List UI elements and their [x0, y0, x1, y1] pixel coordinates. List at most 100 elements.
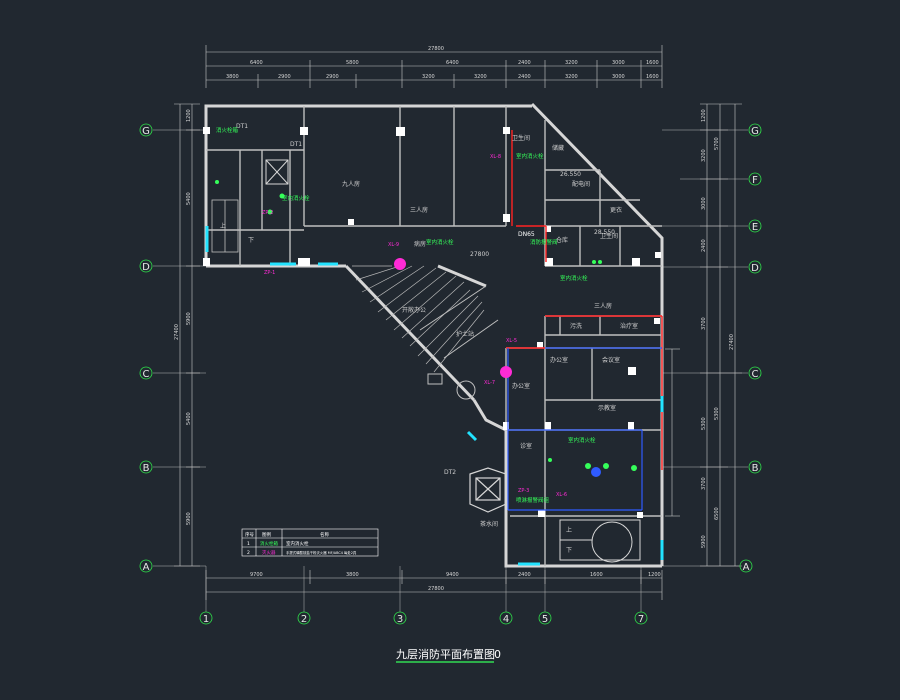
- room-r26: 茶水间: [480, 520, 498, 528]
- dim-top-3-7: 3000: [612, 74, 625, 80]
- room-r13: DT2: [444, 469, 456, 476]
- axis-bottom-2: 2: [301, 614, 307, 625]
- label-m5: ZP-2: [262, 210, 273, 216]
- dim-right-4: 3700: [701, 317, 707, 330]
- room-r27: DN65: [518, 231, 535, 238]
- room-r4: 开敞办公: [402, 306, 426, 314]
- room-r20: 卫生间: [600, 232, 618, 240]
- label-m2: XL-8: [490, 154, 501, 160]
- axis-bottom-7: 7: [638, 614, 644, 625]
- dim-bottom-total: 27800: [428, 586, 444, 592]
- label-g3: 室内消火栓: [560, 274, 588, 282]
- axis-bottom-3: 3: [397, 614, 403, 625]
- riser-xl-2: [500, 366, 512, 378]
- top-dimension-texts: 27800 6400 5800 6400 2400 3200 3000 1600…: [226, 46, 659, 80]
- dim-right-1: 3200: [701, 149, 707, 162]
- room-r24: 更衣: [610, 206, 622, 214]
- axis-left-D: D: [142, 262, 150, 273]
- dim-top-3-8: 1600: [646, 74, 659, 80]
- stair-bottom: [559, 519, 641, 563]
- room-r18: 治疗室: [620, 322, 638, 330]
- room-r11: 病房: [414, 240, 426, 248]
- room-r22: 配电间: [572, 180, 590, 188]
- stair-top: [211, 199, 239, 253]
- axis-labels: G D C B A G F E D C B A 1 2 3 4 5 7: [142, 126, 759, 625]
- interior-walls: [206, 106, 662, 566]
- room-r17: 下: [566, 547, 572, 554]
- axis-left-A: A: [143, 562, 150, 573]
- dim-top-3-4: 3200: [474, 74, 487, 80]
- elevator-dt1: [265, 159, 289, 185]
- label-g5: 消防报警阀: [530, 238, 558, 246]
- room-r19: 污洗: [570, 322, 582, 330]
- axis-bottom-5: 5: [542, 614, 548, 625]
- room-r16: 上: [566, 526, 572, 534]
- axis-right-D: D: [751, 263, 759, 274]
- room-r5: 办公室: [550, 356, 568, 364]
- dim-right-2-1: 5300: [714, 407, 720, 420]
- legend-header-2: 名称: [320, 531, 329, 538]
- riser-xl-1: [394, 258, 406, 270]
- dim-top-2-5: 3000: [612, 60, 625, 66]
- dim-top-2-3: 2400: [518, 60, 531, 66]
- label-g1: 室内消火栓: [282, 194, 310, 202]
- green-labels: 室内消火栓 室内消火栓 室内消火栓 室内消火栓 消防报警阀 室内消火栓 消火栓箱…: [216, 126, 596, 504]
- legend-row-0-1: 消火栓箱: [260, 540, 278, 547]
- label-g7: 消火栓箱: [216, 126, 239, 134]
- room-r1: 九人房: [342, 180, 360, 188]
- label-m4: ZP-1: [264, 270, 275, 276]
- axis-right-F: F: [752, 175, 758, 186]
- axis-right-G: G: [751, 126, 759, 137]
- dim-top-2-0: 6400: [250, 60, 263, 66]
- axis-bottom-1: 1: [203, 614, 209, 625]
- dim-top-3-3: 3200: [422, 74, 435, 80]
- dim-left-1: 5400: [186, 192, 192, 205]
- legend-row-1-2: 手提式磷酸铵盐干粉灭火器 MF/ABC4 每处2具: [286, 550, 357, 555]
- dim-right-7: 5900: [701, 535, 707, 548]
- elevator-dt2: [469, 467, 507, 513]
- legend-row-0-0: 1: [247, 541, 250, 547]
- label-m1: XL-9: [388, 242, 399, 248]
- dim-top-2-6: 1600: [646, 60, 659, 66]
- axis-left-G: G: [142, 126, 150, 137]
- room-r14: 上: [220, 222, 226, 230]
- axis-lines: [153, 129, 748, 612]
- legend-row-0-2: 室内消火栓: [286, 540, 309, 547]
- axis-bottom-4: 4: [503, 614, 509, 625]
- dim-top-3-1: 2900: [278, 74, 291, 80]
- label-m3: XL-7: [484, 380, 495, 386]
- pipes-red: [506, 130, 663, 470]
- legend-table: [241, 528, 379, 557]
- room-r7: 护士站: [456, 330, 474, 338]
- axis-right-A: A: [743, 562, 750, 573]
- dim-top-total: 27800: [428, 46, 444, 52]
- legend-header-0: 序号: [245, 531, 254, 538]
- dim-right-5: 5300: [701, 417, 707, 430]
- pipes-cyan: [205, 226, 664, 566]
- magenta-labels: XL-9 XL-8 XL-7 ZP-1 ZP-2 XL-6 XL-5 ZP-3: [262, 154, 567, 498]
- dim-top-2-1: 5800: [346, 60, 359, 66]
- drawing-scale: 0: [494, 648, 501, 661]
- room-labels: 九人房 三人房 三人房 开敞办公 办公室 会议室 护士站 办公室 示教室 诊室 …: [220, 123, 638, 554]
- dim-left-2: 5900: [186, 312, 192, 325]
- dim-bottom-3: 2400: [518, 572, 531, 578]
- right-dimension-texts: 1200 3200 3000 2400 3700 5300 3700 5900 …: [701, 109, 735, 548]
- room-r9: 示教室: [598, 404, 616, 412]
- room-r29: DT1: [236, 123, 248, 130]
- axis-bubbles-right: [739, 123, 762, 573]
- drawing-title-block: 九层消防平面布置图 0: [396, 647, 501, 663]
- label-m8: ZP-3: [518, 488, 529, 494]
- dim-top-2-2: 6400: [446, 60, 459, 66]
- room-r30: 26.550: [560, 171, 581, 178]
- dim-left-3: 5400: [186, 412, 192, 425]
- dim-right-2: 3000: [701, 197, 707, 210]
- room-r10: 诊室: [520, 442, 532, 450]
- room-r15: 下: [248, 237, 254, 244]
- room-r6: 会议室: [602, 356, 620, 364]
- legend-row-1-1: 灭火器: [262, 550, 276, 556]
- room-r21: 仓库: [556, 236, 568, 244]
- dim-right-0: 1200: [701, 109, 707, 122]
- label-m7: XL-5: [506, 338, 517, 344]
- dim-bottom-5: 1200: [648, 572, 661, 578]
- dim-top-3-2: 2900: [326, 74, 339, 80]
